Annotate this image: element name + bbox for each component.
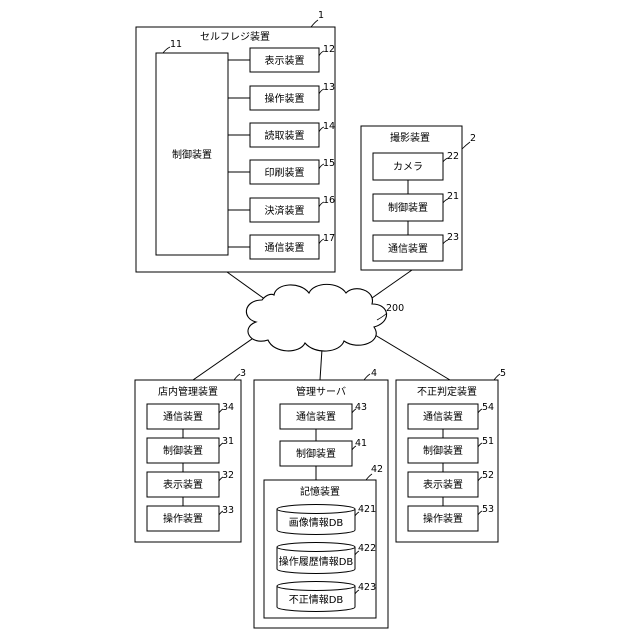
camera-module-controller-ref: 21 [447, 191, 459, 202]
store-mgmt-module-comm-ref: 34 [222, 402, 234, 413]
storage-device-title: 記憶装置 [300, 485, 340, 498]
selfregister-module-display-ref: 12 [323, 44, 335, 55]
camera-device: 撮影装置 2 カメラ 22 制御装置 21 通信装置 23 [361, 126, 476, 270]
selfregister-module-comm-label: 通信装置 [265, 241, 305, 254]
selfregister-module-reader-ref: 14 [323, 121, 335, 132]
storage-device-ref: 42 [371, 464, 383, 475]
network-ref: 200 [386, 303, 404, 314]
store-mgmt-ref: 3 [240, 368, 246, 379]
camera-module-comm-label: 通信装置 [388, 242, 428, 255]
store-mgmt-title: 店内管理装置 [158, 385, 218, 398]
db-fraud-info-ref: 423 [358, 582, 376, 593]
selfregister-module-comm-ref: 17 [323, 233, 335, 244]
store-mgmt-module-comm-label: 通信装置 [163, 410, 203, 423]
mgmt-server: 管理サーバ 4 通信装置 43 制御装置 41 記憶装置 42 画像情報DB 4… [254, 368, 388, 628]
camera-device-ref: 2 [470, 133, 476, 144]
selfregister-module-display-label: 表示装置 [265, 54, 305, 67]
store-mgmt-module-operation-ref: 33 [222, 505, 234, 516]
store-mgmt-module-display-label: 表示装置 [163, 478, 203, 491]
selfregister-module-payment-label: 決済装置 [265, 204, 305, 217]
selfregister-module-operation-ref: 13 [323, 82, 335, 93]
db-image-info-ref: 421 [358, 504, 376, 515]
store-mgmt-module-operation-label: 操作装置 [163, 512, 203, 525]
fraud-judge-module-operation-label: 操作装置 [423, 512, 463, 525]
db-operation-history-top [277, 543, 355, 552]
db-image-info-label: 画像情報DB [289, 516, 344, 529]
mgmt-server-module-controller-label: 制御装置 [296, 447, 336, 460]
store-mgmt-device: 店内管理装置 3 通信装置 34 制御装置 31 表示装置 32 操作装置 33 [135, 368, 246, 542]
mgmt-server-title: 管理サーバ [296, 385, 346, 398]
store-mgmt-module-display-ref: 32 [222, 470, 234, 481]
fraud-judge-device: 不正判定装置 5 通信装置 54 制御装置 51 表示装置 52 操作装置 53 [396, 368, 506, 542]
selfregister-module-payment-ref: 16 [323, 195, 335, 206]
camera-module-camera-ref: 22 [447, 151, 459, 162]
selfregister-module-operation-label: 操作装置 [265, 92, 305, 105]
selfregister-controller-label: 制御装置 [172, 148, 212, 161]
db-fraud-info-label: 不正情報DB [289, 593, 344, 606]
camera-device-title: 撮影装置 [390, 131, 430, 144]
fraud-judge-title: 不正判定装置 [417, 385, 477, 398]
selfregister-ref: 1 [318, 10, 324, 21]
db-image-info-top [277, 505, 355, 514]
store-mgmt-module-controller-label: 制御装置 [163, 444, 203, 457]
selfregister-device: セルフレジ装置 1 制御装置 11 表示装置 12 操作装置 13 読取装置 1… [136, 10, 335, 272]
db-operation-history-ref: 422 [358, 543, 376, 554]
camera-module-controller-label: 制御装置 [388, 201, 428, 214]
selfregister-module-printer-ref: 15 [323, 158, 335, 169]
mgmt-server-ref: 4 [371, 368, 377, 379]
selfregister-title: セルフレジ装置 [200, 30, 270, 43]
fraud-judge-module-comm-ref: 54 [482, 402, 494, 413]
fraud-judge-module-operation-ref: 53 [482, 504, 494, 515]
db-operation-history-label: 操作履歴情報DB [279, 555, 354, 568]
fraud-judge-ref: 5 [500, 368, 506, 379]
mgmt-server-module-controller-ref: 41 [355, 438, 367, 449]
camera-module-camera-label: カメラ [393, 161, 423, 173]
selfregister-module-reader-label: 読取装置 [265, 129, 305, 142]
camera-module-comm-ref: 23 [447, 232, 459, 243]
fraud-judge-module-controller-ref: 51 [482, 436, 494, 447]
store-mgmt-module-controller-ref: 31 [222, 436, 234, 447]
fraud-judge-module-controller-label: 制御装置 [423, 444, 463, 457]
selfregister-module-printer-label: 印刷装置 [265, 166, 305, 179]
db-fraud-info-top [277, 582, 355, 591]
selfregister-controller-ref: 11 [170, 39, 182, 50]
mgmt-server-module-comm-ref: 43 [355, 402, 367, 413]
fraud-judge-module-comm-label: 通信装置 [423, 410, 463, 423]
fraud-judge-module-display-label: 表示装置 [423, 478, 463, 491]
fraud-judge-module-display-ref: 52 [482, 470, 494, 481]
mgmt-server-module-comm-label: 通信装置 [296, 410, 336, 423]
